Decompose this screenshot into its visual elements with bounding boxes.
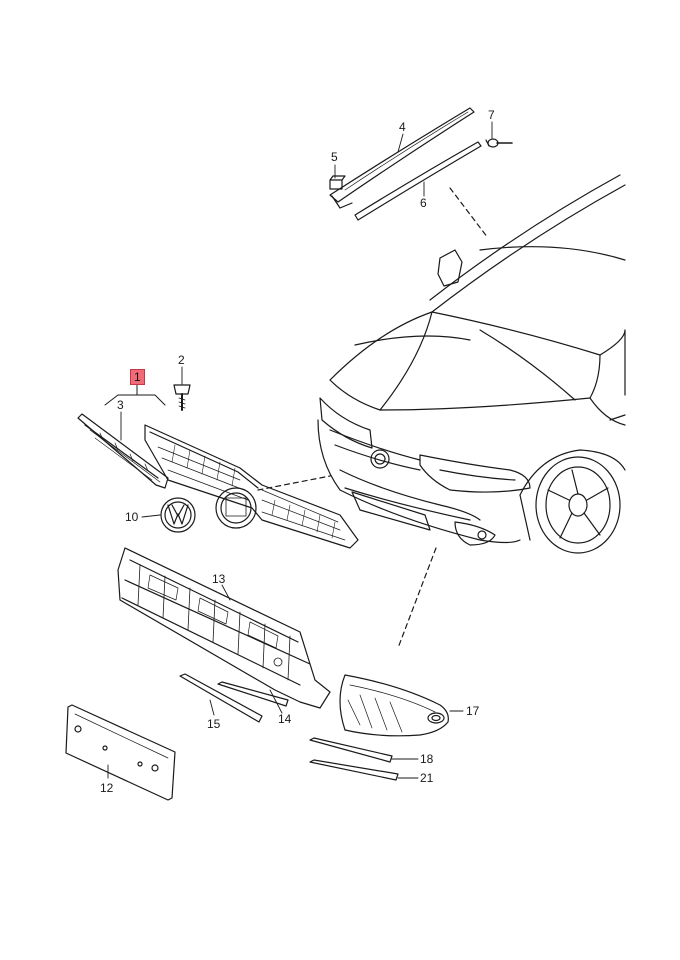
callout-6: 6	[420, 196, 427, 210]
part-10-vw-emblem	[160, 497, 196, 533]
callout-14: 14	[278, 712, 292, 726]
callout-5: 5	[331, 150, 338, 164]
callout-2: 2	[178, 353, 185, 367]
callout-12: 12	[100, 781, 114, 795]
callout-1-bracket	[104, 384, 166, 406]
part-7-screw	[485, 138, 513, 148]
callout-18: 18	[420, 752, 434, 766]
part-17-fog-grille	[339, 674, 449, 737]
callout-21: 21	[420, 771, 434, 785]
part-2-screw	[173, 384, 191, 411]
part-13-lower-grille	[117, 547, 331, 709]
part-5-clip	[329, 175, 346, 190]
callout-3: 3	[117, 398, 124, 412]
callout-15: 15	[207, 717, 221, 731]
callout-1: 1	[130, 369, 145, 385]
part-12-plate-bracket	[65, 704, 176, 801]
callout-17: 17	[466, 704, 480, 718]
part-21-trim-strip	[309, 759, 399, 781]
callout-13: 13	[212, 572, 226, 586]
part-3-grille-trim	[77, 413, 169, 489]
leader-lines	[257, 187, 489, 649]
callout-4: 4	[399, 120, 406, 134]
callout-leaders	[107, 121, 493, 779]
callout-10: 10	[125, 510, 139, 524]
callout-7: 7	[488, 108, 495, 122]
part-4-windscreen-trim	[329, 107, 475, 209]
part-6-seal-strip	[354, 141, 482, 221]
part-15-trim-strip	[179, 673, 263, 723]
part-18-trim-strip	[309, 737, 393, 763]
part-14-trim-strip	[217, 681, 289, 707]
car-outline	[317, 174, 626, 554]
part-1-radiator-grille	[144, 424, 359, 549]
